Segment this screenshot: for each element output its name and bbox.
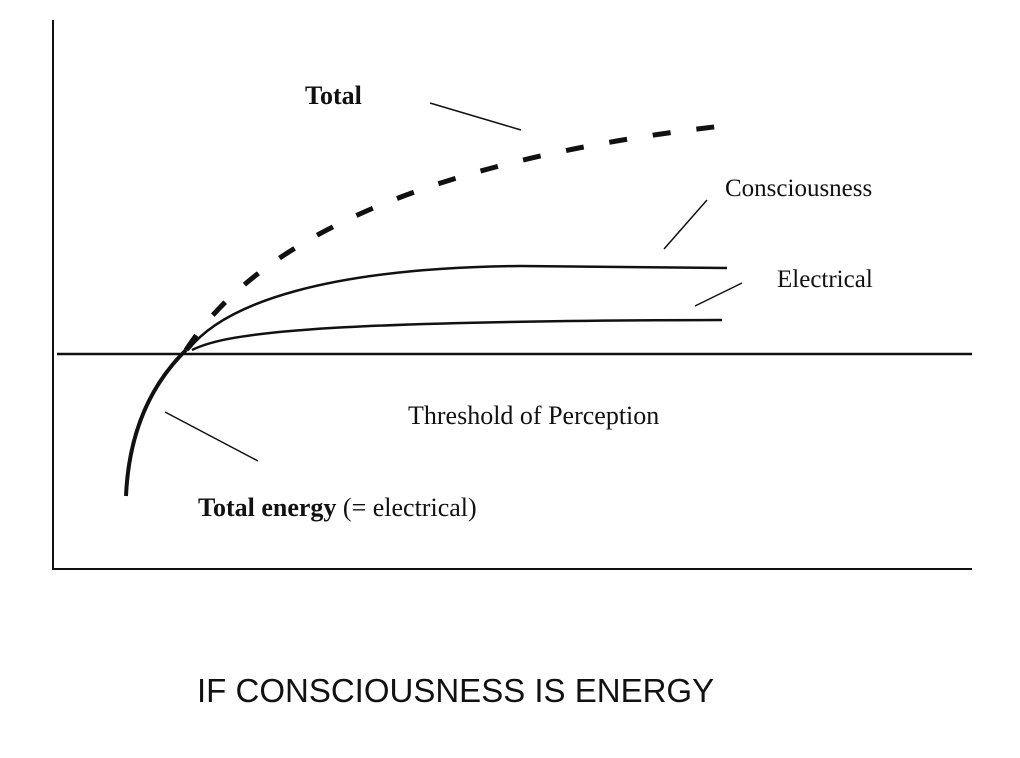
label-total-energy-note: (= electrical) — [343, 493, 477, 522]
label-total: Total — [305, 81, 362, 110]
label-total-energy: Total energy (= electrical) — [198, 493, 477, 522]
consciousness-leader-line — [663, 199, 708, 250]
electrical-curve — [191, 318, 723, 352]
consciousness-curve — [187, 264, 728, 351]
total-energy-curve — [124, 348, 188, 497]
total-leader-line — [429, 102, 522, 131]
total-energy-leader-line — [164, 411, 259, 462]
label-total-energy-bold: Total energy — [198, 493, 336, 522]
diagram-title: IF CONSCIOUSNESS IS ENERGY — [197, 672, 714, 709]
label-electrical: Electrical — [777, 266, 873, 293]
label-threshold: Threshold of Perception — [408, 401, 659, 430]
total-dashed-curve — [183, 123, 723, 352]
electrical-leader-line — [694, 282, 743, 307]
label-consciousness: Consciousness — [725, 175, 872, 202]
